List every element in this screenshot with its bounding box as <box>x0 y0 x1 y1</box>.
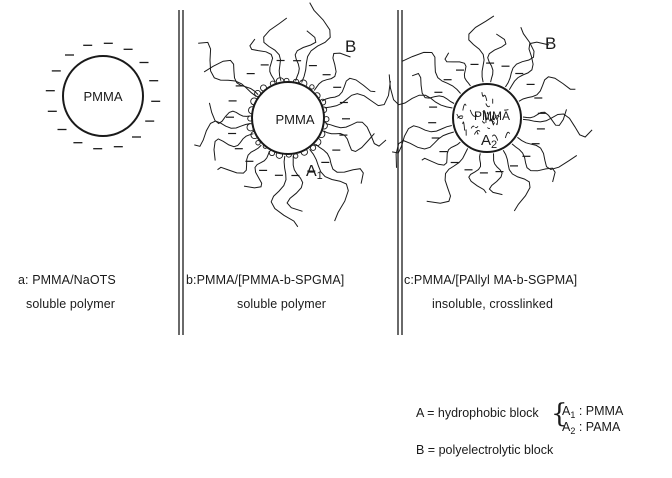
panel-b-chain-label: B <box>345 37 356 56</box>
panel-c-description: insoluble, crosslinked <box>432 297 553 311</box>
panel-a-description: soluble polymer <box>26 297 115 311</box>
polymer-chain <box>287 156 303 212</box>
legend-a-definition: A = hydrophobic block <box>416 406 539 420</box>
panel-b-anchor-label: A1 <box>306 163 323 182</box>
panel-a-caption: a: PMMA/NaOTS <box>18 273 116 287</box>
polymer-chain <box>488 34 506 82</box>
polymer-chain <box>519 77 576 102</box>
legend-a1: A1 : PMMA <box>562 404 623 420</box>
panel-divider-2 <box>398 10 402 335</box>
polymer-chain <box>445 53 471 86</box>
panel-c-chain-label: B <box>545 34 556 53</box>
panel-a-core-label: PMMA <box>84 89 123 104</box>
polymer-chain <box>512 144 555 182</box>
polymer-chain <box>469 16 494 82</box>
polymer-chain <box>412 74 454 104</box>
polymer-chain <box>422 142 461 165</box>
polymer-chain <box>204 60 258 94</box>
panel-c-core-label: PMMA <box>474 109 510 123</box>
polymer-chain <box>324 131 375 152</box>
polymer-chain <box>489 153 502 194</box>
panel-b-caption: b:PMMA/[PMMA-b-SPGMA] <box>186 273 344 287</box>
polymer-chain <box>503 150 530 211</box>
polymer-chain <box>264 18 287 81</box>
panel-divider-1 <box>179 10 183 335</box>
polymer-chain <box>505 27 534 87</box>
polymer-chain <box>396 132 454 168</box>
polymer-chain <box>402 52 461 93</box>
polymer-chain <box>209 103 250 124</box>
legend-b-definition: B = polyelectrolytic block <box>416 443 553 457</box>
panel-b-description: soluble polymer <box>237 297 326 311</box>
polymer-chain <box>310 149 349 221</box>
panel-c-caption: c:PMMA/[PAllyl MA-b-SGPMA] <box>404 273 577 287</box>
polymer-chain <box>392 126 452 154</box>
polymer-chain <box>250 39 275 82</box>
polymer-chain <box>523 109 567 125</box>
polymer-chain <box>295 31 316 81</box>
polymer-chain <box>194 121 250 146</box>
panel-b-core-label: PMMA <box>276 112 315 127</box>
panel-b-particle: PMMA B A1 <box>194 3 390 227</box>
panel-a-particle: PMMA <box>46 43 160 148</box>
legend-a2: A2 : PAMA <box>562 420 620 436</box>
anchor-coil <box>310 85 314 89</box>
panel-c-particle: PMMA B A2 <box>389 16 592 211</box>
polymer-chain <box>325 81 391 108</box>
